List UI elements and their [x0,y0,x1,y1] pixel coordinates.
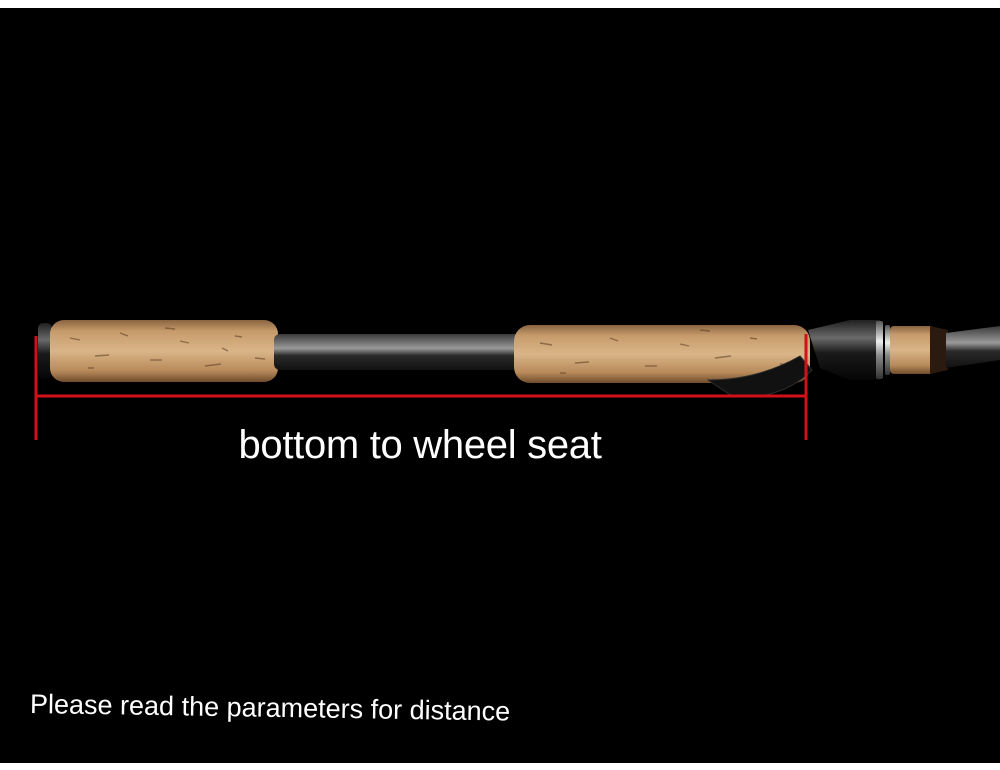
fishing-rod-handle-illustration [34,320,1000,440]
rear-cork-grip [50,320,278,382]
front-cork-section [890,326,948,374]
measurement-label: bottom to wheel seat [238,423,602,467]
reel-seat [808,320,890,380]
product-photo: bottom to wheel seat Please read the par… [0,8,1000,763]
fore-cork-grip [514,325,810,383]
butt-cap [38,323,52,379]
rod-blank-tip [946,326,1000,368]
measurement-bracket [34,334,808,440]
exposed-blank [274,334,520,370]
